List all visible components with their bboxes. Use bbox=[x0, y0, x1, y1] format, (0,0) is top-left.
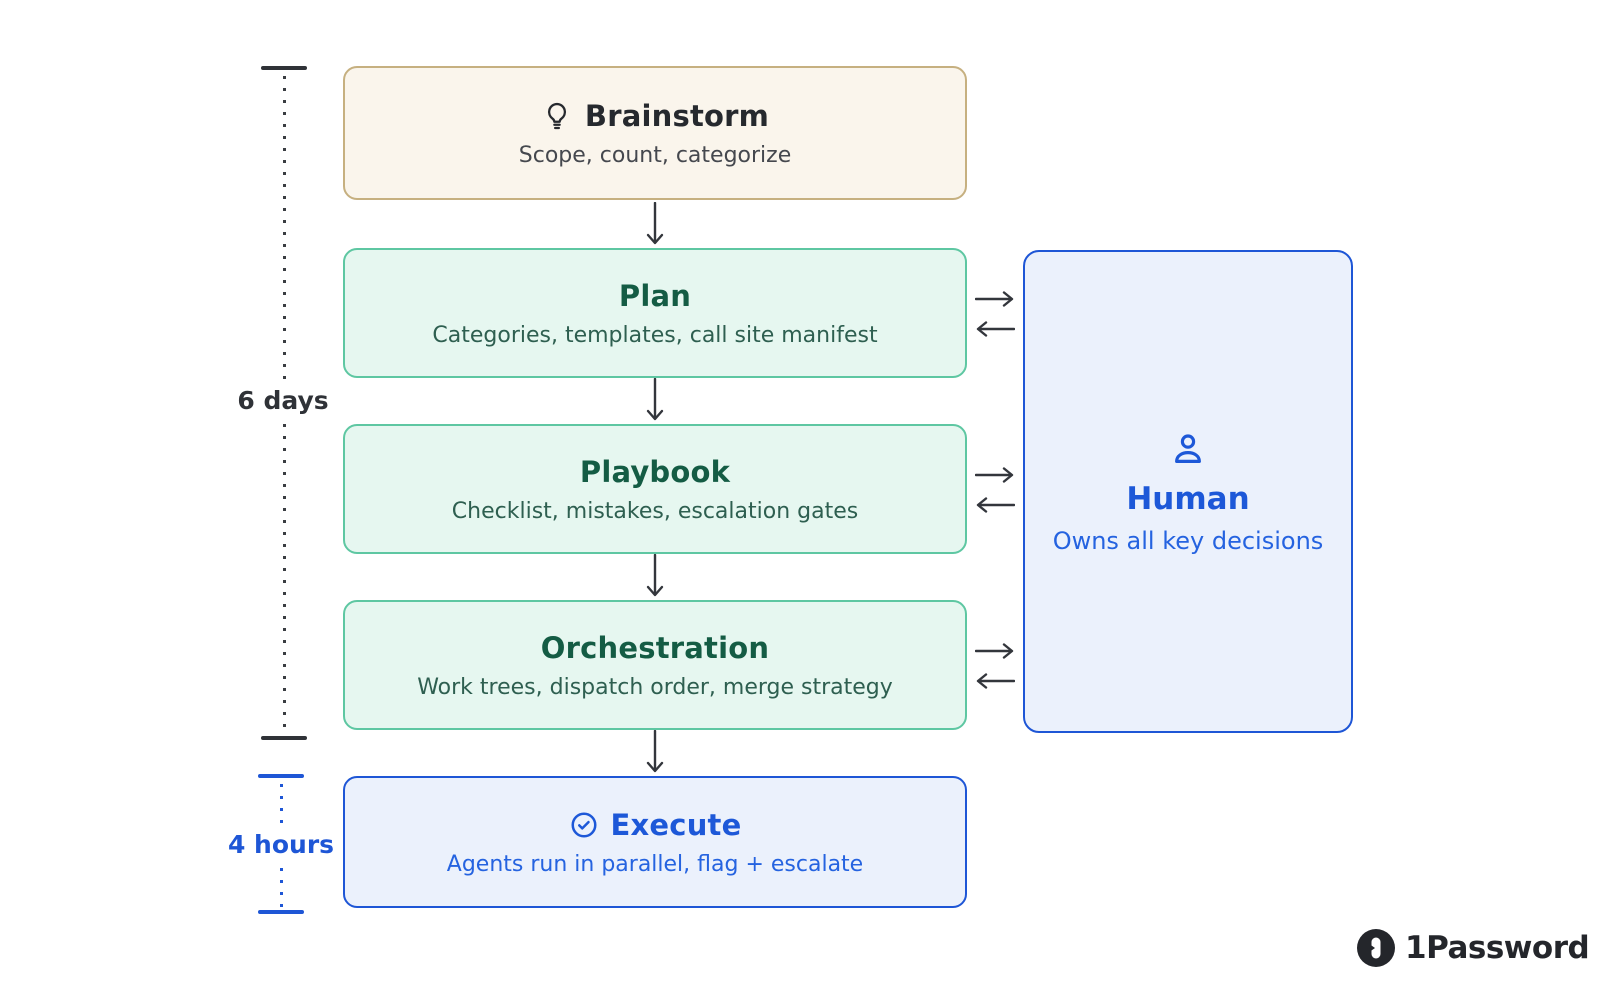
step-playbook: Playbook Checklist, mistakes, escalation… bbox=[343, 424, 967, 554]
timeline-6days-dotted-line-upper bbox=[283, 76, 286, 382]
timeline-6days-dotted-line-lower bbox=[283, 424, 286, 734]
timeline-6days-bottom-tick bbox=[261, 736, 307, 740]
step-brainstorm: Brainstorm Scope, count, categorize bbox=[343, 66, 967, 200]
human-panel: Human Owns all key decisions bbox=[1023, 250, 1353, 733]
step-subtitle: Categories, templates, call site manifes… bbox=[432, 322, 878, 348]
timeline-4hours-bottom-tick bbox=[258, 910, 304, 914]
step-subtitle: Scope, count, categorize bbox=[518, 142, 792, 168]
step-orchestration: Orchestration Work trees, dispatch order… bbox=[343, 600, 967, 730]
down-arrow-icon bbox=[646, 377, 664, 422]
step-plan: Plan Categories, templates, call site ma… bbox=[343, 248, 967, 378]
right-arrow-icon bbox=[974, 643, 1015, 659]
right-arrow-icon bbox=[974, 467, 1015, 483]
step-subtitle: Agents run in parallel, flag + escalate bbox=[446, 851, 864, 877]
timeline-4hours-top-tick bbox=[258, 774, 304, 778]
timeline-6days-label: 6 days bbox=[237, 386, 329, 415]
left-arrow-icon bbox=[975, 673, 1016, 689]
step-title: Plan bbox=[618, 278, 692, 313]
down-arrow-icon bbox=[646, 729, 664, 774]
down-arrow-icon bbox=[646, 553, 664, 598]
step-title: Brainstorm bbox=[584, 98, 770, 133]
right-arrow-icon bbox=[974, 291, 1015, 307]
down-arrow-icon bbox=[646, 201, 664, 246]
check-circle-icon bbox=[569, 810, 599, 840]
left-arrow-icon bbox=[975, 497, 1016, 513]
human-subtitle: Owns all key decisions bbox=[1052, 526, 1324, 555]
timeline-4hours-label: 4 hours bbox=[227, 830, 335, 859]
human-title: Human bbox=[1126, 480, 1250, 517]
step-title: Playbook bbox=[579, 454, 731, 489]
left-arrow-icon bbox=[975, 321, 1016, 337]
keyhole-icon bbox=[1356, 928, 1396, 968]
lightbulb-icon bbox=[541, 100, 573, 132]
brand-logo: 1Password bbox=[1356, 928, 1590, 968]
step-subtitle: Work trees, dispatch order, merge strate… bbox=[417, 674, 893, 700]
step-subtitle: Checklist, mistakes, escalation gates bbox=[451, 498, 859, 524]
step-execute: Execute Agents run in parallel, flag + e… bbox=[343, 776, 967, 908]
step-title: Orchestration bbox=[540, 630, 770, 665]
timeline-6days-top-tick bbox=[261, 66, 307, 70]
person-icon bbox=[1167, 429, 1209, 471]
step-title: Execute bbox=[610, 807, 742, 842]
timeline-4hours-dotted-line-lower bbox=[280, 868, 283, 908]
timeline-4hours-dotted-line-upper bbox=[280, 784, 283, 824]
brand-logo-text: 1Password bbox=[1405, 930, 1590, 966]
